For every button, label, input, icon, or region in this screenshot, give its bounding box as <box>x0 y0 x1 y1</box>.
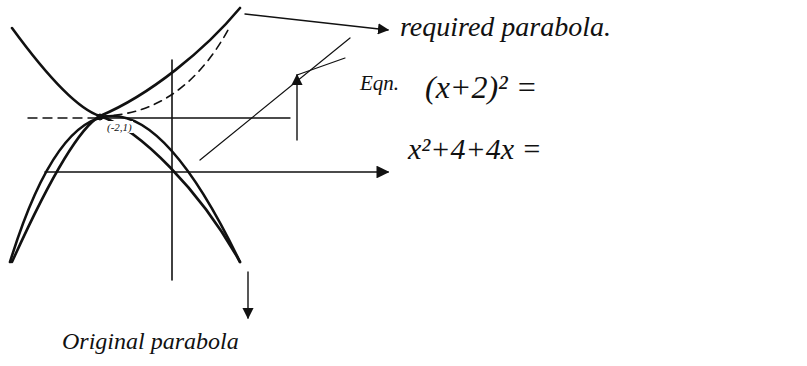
leader-arrow <box>296 75 297 140</box>
vertex-dot <box>97 114 103 120</box>
x-axis <box>45 171 388 173</box>
callout-label: required parabola. <box>400 12 611 43</box>
required-parabola <box>100 30 228 116</box>
parabola-curve <box>12 8 240 262</box>
tangent-line <box>28 117 100 118</box>
equation-text: (x+2)² = <box>425 70 537 105</box>
callout-label: Original parabola <box>62 328 239 354</box>
vertex-label: (-2,1) <box>106 121 133 133</box>
leader-arrow <box>245 14 388 30</box>
leader-line <box>200 38 350 160</box>
leader-line <box>297 58 345 75</box>
equation-label: Eqn. <box>360 72 399 95</box>
leader-arrow <box>247 272 248 318</box>
equation-text: x²+4+4x = <box>408 132 542 165</box>
parabola-curve <box>12 28 240 262</box>
original-parabola <box>10 116 240 262</box>
